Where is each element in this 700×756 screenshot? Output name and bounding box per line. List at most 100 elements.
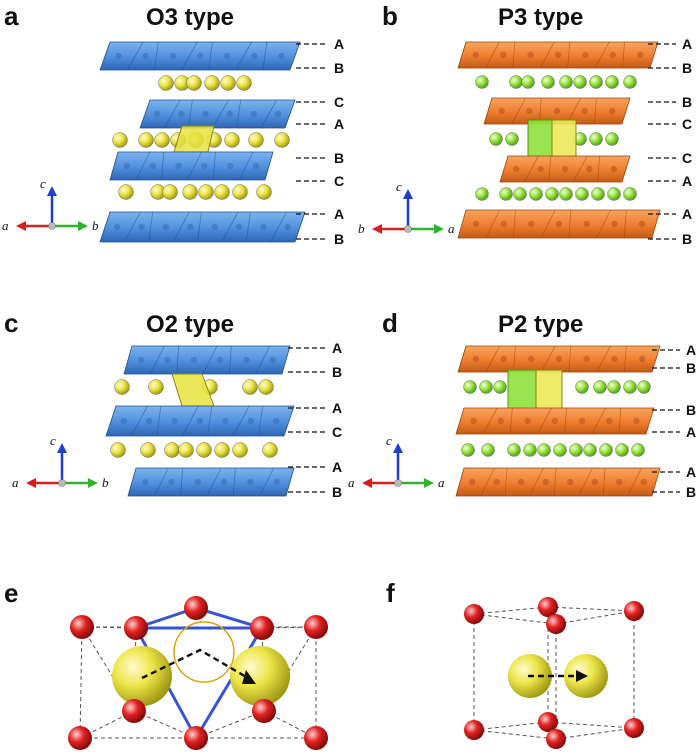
alkali-ion: [505, 132, 519, 146]
polyhedron-edge: [623, 345, 627, 373]
alkali-ion: [513, 187, 527, 201]
transition-metal-atom: [518, 478, 525, 486]
transition-metal-atom: [555, 220, 563, 228]
oxygen-atom: [304, 726, 328, 750]
transition-metal-atom: [269, 356, 277, 364]
alkali-ion: [499, 187, 513, 201]
panel-title-b: P3 type: [498, 4, 583, 31]
alkali-ion: [637, 380, 651, 394]
transition-metal-atom: [527, 51, 534, 59]
alkali-ion: [573, 75, 587, 89]
transition-metal-atom: [586, 165, 593, 173]
transition-metal-atom: [555, 355, 563, 363]
polyhedron-edge: [232, 405, 250, 437]
cell-edge: [79, 626, 83, 739]
transition-metal-atom: [637, 51, 644, 59]
oxygen-atom: [624, 718, 644, 738]
alkali-ion: [623, 380, 637, 394]
polyhedron-edge: [208, 41, 213, 71]
panel-f-prismatic-migration: [464, 597, 644, 749]
axis-origin: [48, 222, 56, 230]
polyhedron-edge: [594, 41, 610, 69]
axis-left-arrowhead: [16, 221, 26, 231]
transition-metal-atom: [498, 107, 505, 115]
polyhedron-edge: [567, 41, 571, 69]
transition-metal-atom: [528, 220, 535, 228]
transition-metal-atom: [175, 162, 182, 170]
stacking-label: C: [682, 116, 692, 132]
transition-metal-atom: [542, 478, 549, 486]
stacking-label: A: [332, 400, 342, 416]
stacking-label: A: [682, 173, 692, 189]
polyhedron-edge: [197, 211, 202, 243]
oxygen-atom: [252, 699, 276, 723]
transition-metal-atom: [640, 478, 647, 486]
polyhedron-edge: [206, 467, 222, 497]
stacking-label: B: [334, 150, 344, 166]
oxygen-atom: [546, 614, 566, 634]
oxygen-atom: [68, 726, 92, 750]
alkali-ion: [529, 187, 543, 201]
alkali-ion: [461, 443, 475, 457]
alkali-ion: [138, 132, 154, 148]
transition-metal-atom: [162, 223, 170, 231]
alkali-ion: [248, 132, 264, 148]
sodium-ion: [112, 646, 172, 706]
polyhedron-edge: [548, 155, 552, 183]
transition-metal-atom: [513, 165, 520, 173]
alkali-ion: [140, 442, 156, 458]
polyhedron-edge: [602, 467, 606, 497]
stacking-label: B: [332, 364, 342, 380]
transition-metal-atom: [164, 356, 171, 364]
polyhedron-edge: [622, 41, 625, 69]
transition-metal-atom: [500, 355, 507, 363]
polyhedron-edge: [270, 211, 287, 243]
polyhedron-edge: [509, 407, 513, 435]
transition-metal-atom: [194, 478, 202, 486]
transition-metal-atom: [250, 110, 257, 118]
transition-metal-atom: [567, 478, 574, 486]
alkali-ion: [599, 443, 613, 457]
polyhedron-edge: [485, 209, 501, 239]
oxygen-atom: [464, 720, 484, 740]
alkali-ion: [559, 75, 573, 89]
axis-label-right: a: [438, 475, 445, 490]
transition-metal-atom: [526, 107, 533, 115]
stacking-label: C: [682, 150, 692, 166]
transition-metal-atom: [497, 417, 504, 425]
transition-metal-atom: [528, 355, 535, 363]
axis-label-up: c: [40, 176, 46, 191]
polyhedron-edge: [524, 155, 539, 183]
alkali-ion: [214, 442, 230, 458]
cell-edge: [547, 721, 635, 729]
polyhedron-edge: [504, 467, 508, 497]
axis-label-up: c: [396, 179, 402, 194]
layer-slab: [109, 151, 274, 181]
transition-metal-atom: [582, 51, 589, 59]
axis-label-left: a: [2, 218, 9, 233]
polyhedron-edge: [172, 211, 190, 243]
polyhedron-edge: [568, 345, 572, 373]
oxygen-atom: [624, 601, 644, 621]
transition-metal-atom: [223, 52, 231, 60]
axis-origin: [58, 479, 66, 487]
alkali-ion: [607, 380, 621, 394]
tetrahedral-site-ring: [173, 621, 235, 683]
polyhedron-edge: [591, 407, 607, 435]
panel-title-c: O2 type: [146, 311, 234, 338]
stacking-label: B: [332, 484, 342, 500]
transition-metal-atom: [220, 478, 228, 486]
alkali-ion: [593, 380, 607, 394]
alkali-ion: [220, 75, 236, 91]
polyhedron-edge: [511, 97, 526, 125]
transition-metal-atom: [216, 356, 224, 364]
transition-metal-atom: [260, 223, 267, 231]
transition-metal-atom: [251, 52, 258, 60]
sodium-prism-face: [535, 369, 563, 411]
transition-metal-atom: [137, 356, 145, 364]
transition-metal-atom: [235, 223, 243, 231]
transition-metal-atom: [168, 478, 175, 486]
transition-metal-atom: [243, 356, 250, 364]
